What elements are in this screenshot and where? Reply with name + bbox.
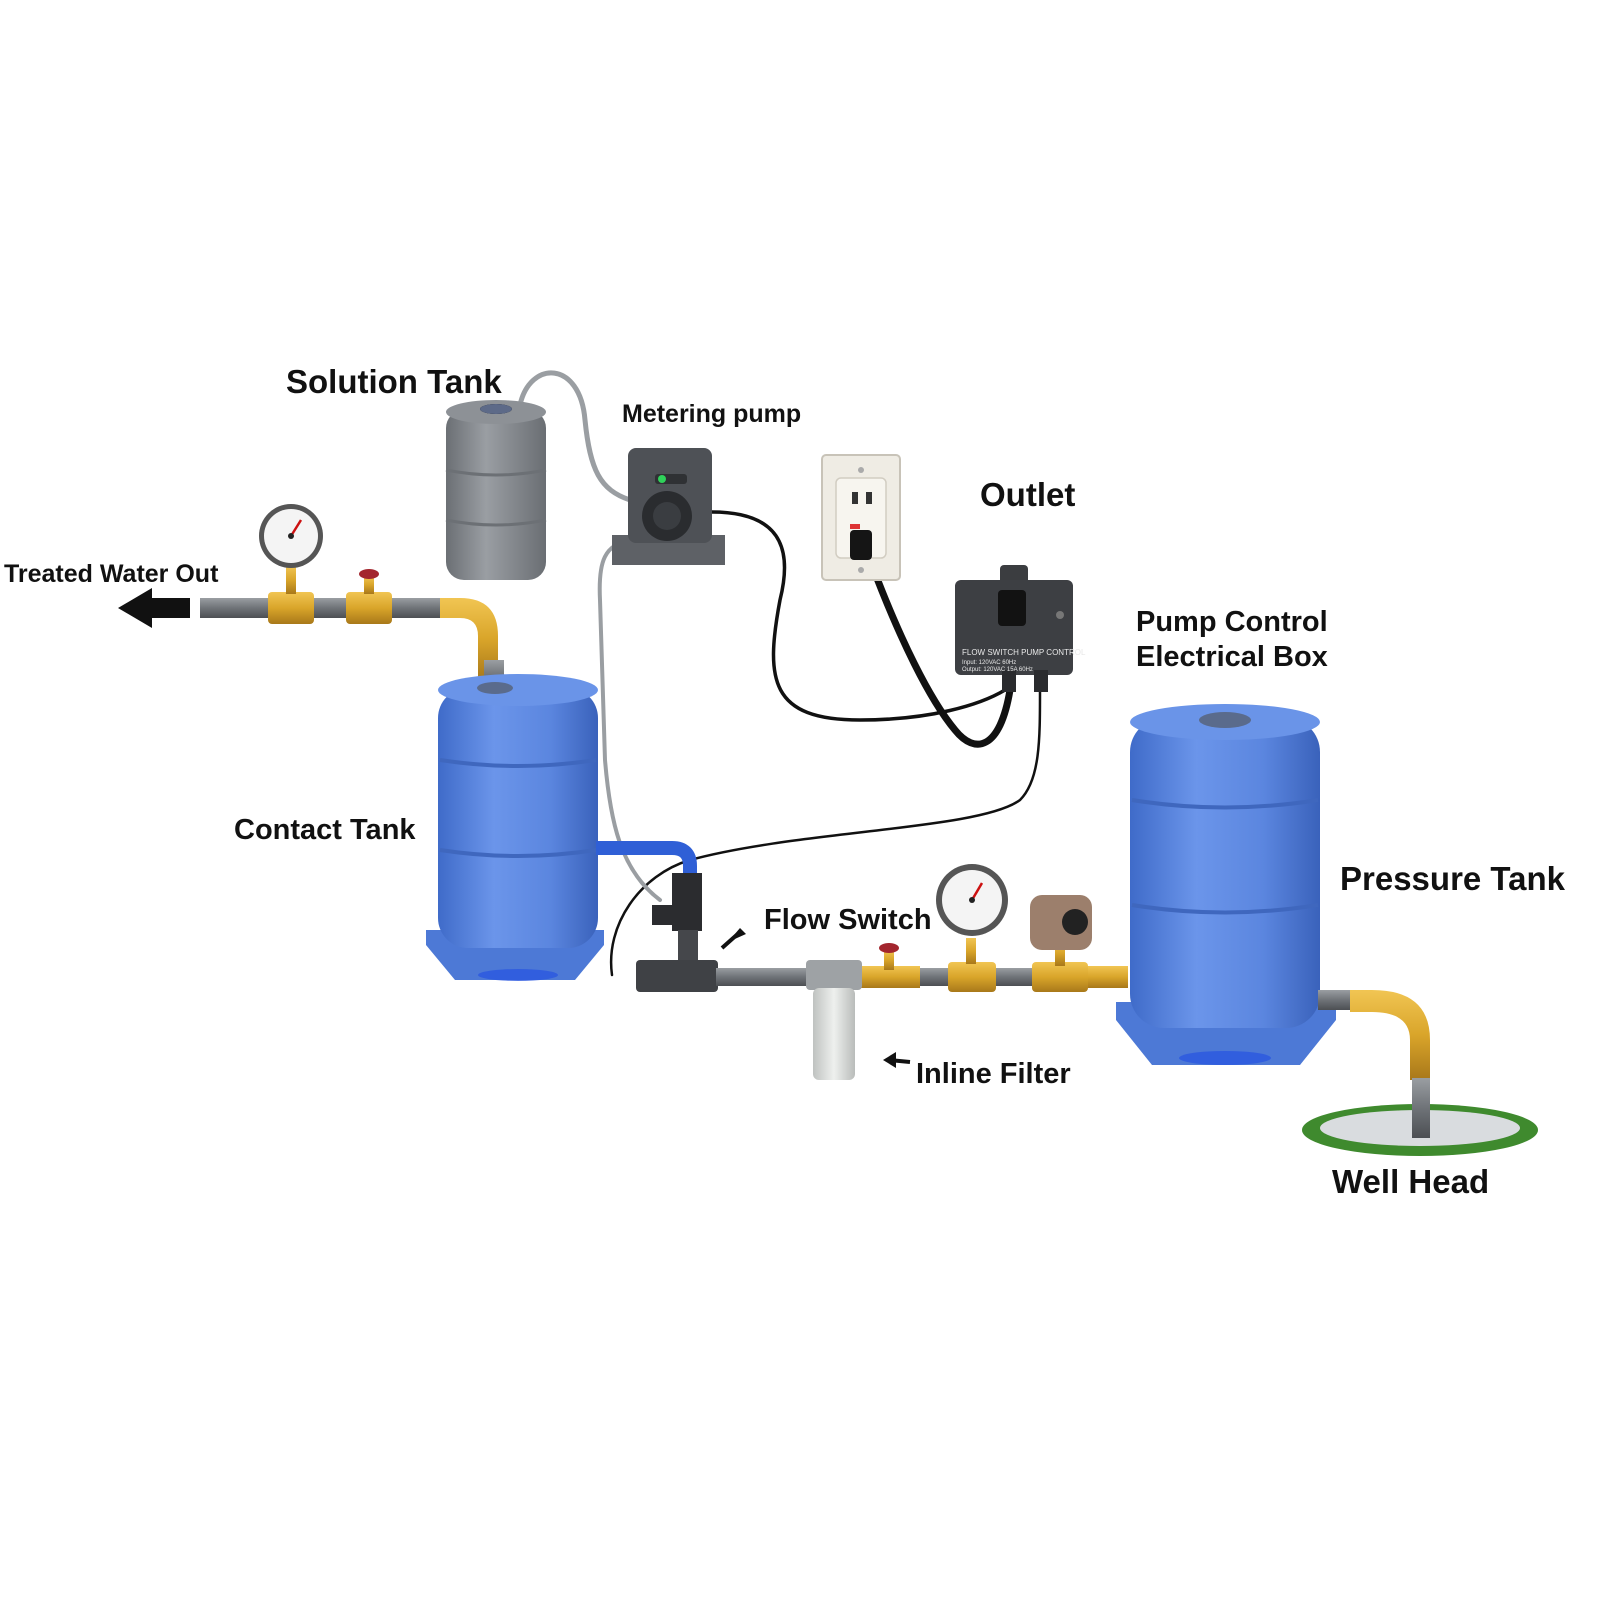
pump-control-electrical-box bbox=[955, 565, 1073, 692]
metering-pump-label: Metering pump bbox=[622, 400, 802, 428]
inline-filter bbox=[806, 960, 911, 1080]
control-box-spec-1: Input: 120VAC 60Hz bbox=[962, 660, 1017, 666]
flow-switch bbox=[636, 873, 746, 992]
solution-tank bbox=[445, 400, 547, 580]
flow-arrow-icon bbox=[118, 588, 190, 628]
pressure-gauge-icon bbox=[936, 864, 1008, 936]
control-box-spec-2: Output: 120VAC 15A 60Hz bbox=[962, 667, 1033, 673]
wall-outlet bbox=[821, 454, 901, 581]
outlet-label: Outlet bbox=[980, 476, 1076, 513]
solution-tank-label: Solution Tank bbox=[286, 363, 502, 400]
metering-pump bbox=[612, 448, 725, 565]
pressure-switch bbox=[1030, 895, 1092, 950]
well-head bbox=[1302, 990, 1538, 1156]
power-cables bbox=[609, 510, 1042, 977]
contact-tank-label: Contact Tank bbox=[234, 814, 416, 846]
pressure-tank bbox=[1116, 704, 1336, 1065]
contact-tank bbox=[426, 674, 604, 981]
inline-filter-label: Inline Filter bbox=[916, 1058, 1071, 1090]
pump-control-box-label-line1: Pump Control bbox=[1136, 606, 1328, 638]
pressure-tank-label: Pressure Tank bbox=[1340, 860, 1566, 897]
outlet-pipe bbox=[200, 566, 504, 692]
contact-tank-hose bbox=[596, 841, 697, 880]
chemical-tubing bbox=[517, 370, 662, 902]
pump-control-box-label-line2: Electrical Box bbox=[1136, 641, 1328, 673]
flow-switch-label: Flow Switch bbox=[764, 904, 932, 936]
well-head-label: Well Head bbox=[1332, 1163, 1490, 1200]
valve-icon bbox=[359, 569, 379, 579]
pressure-gauge-icon bbox=[259, 504, 323, 568]
treated-water-out-label: Treated Water Out bbox=[4, 560, 219, 588]
control-box-title: FLOW SWITCH PUMP CONTROL bbox=[962, 648, 1086, 657]
